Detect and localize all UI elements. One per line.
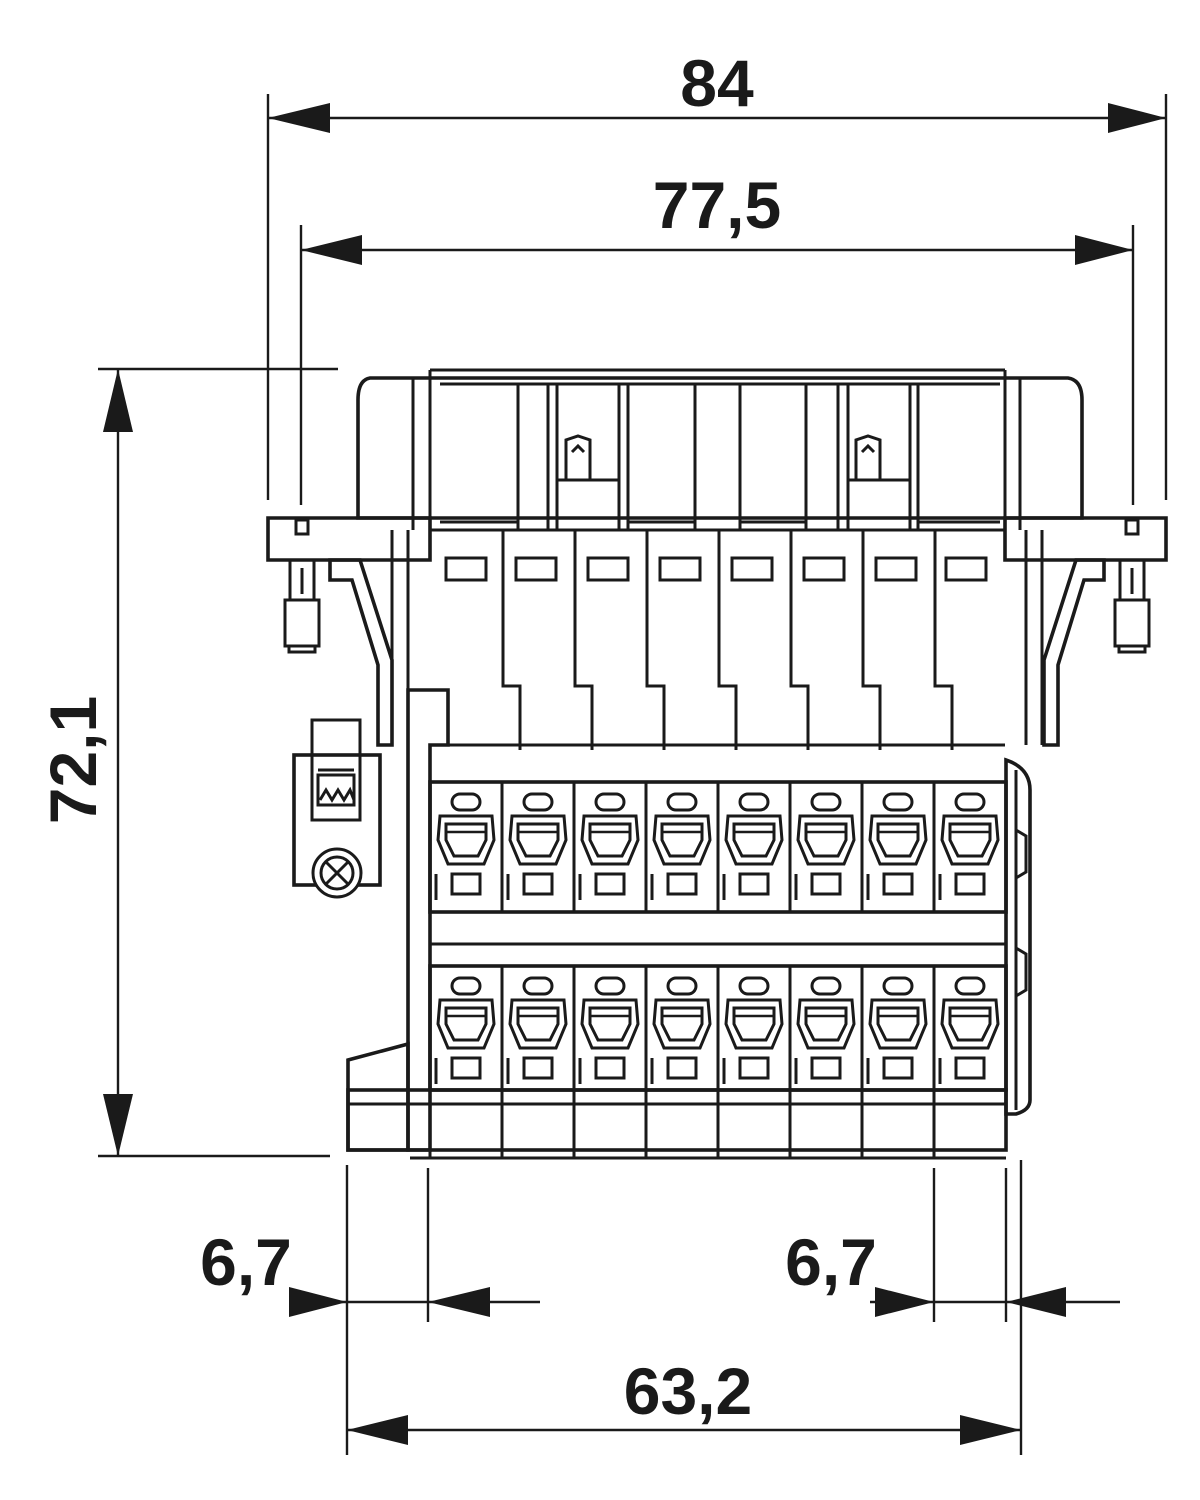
hood-ribs — [440, 384, 1000, 530]
base-segment-lines — [428, 1090, 936, 1158]
base-left-step — [346, 1041, 410, 1152]
arrow-right-775 — [1075, 235, 1133, 265]
arrow-right-84 — [1108, 103, 1166, 133]
ground-terminal — [292, 718, 382, 899]
side-clip-strip — [1004, 757, 1032, 1116]
terminal-cell — [860, 780, 936, 914]
mounting-screw-right — [1113, 558, 1151, 654]
mounting-screw-left — [283, 558, 321, 654]
dimension-height: 72,1 — [36, 367, 338, 1158]
terminal-cell — [716, 964, 792, 1092]
flange-hole-left — [294, 518, 310, 536]
dimension-overall-width: 84 — [266, 46, 1168, 500]
terminal-cell — [428, 964, 504, 1092]
terminal-cell — [500, 780, 576, 914]
terminal-cell — [572, 964, 648, 1092]
dimension-label-632: 63,2 — [624, 1354, 752, 1428]
terminal-cell — [428, 780, 504, 914]
bracket-right — [1042, 558, 1106, 747]
terminal-cells — [428, 780, 1008, 1092]
side-clip-detents — [1015, 828, 1028, 998]
arrow-left-632 — [347, 1415, 408, 1445]
terminal-cell — [572, 780, 648, 914]
terminal-cell — [788, 964, 864, 1092]
terminal-cell — [644, 780, 720, 914]
arrow-bottom-721 — [103, 1094, 133, 1156]
arrow-right-67-b — [1006, 1287, 1066, 1317]
arrow-right-67-a — [875, 1287, 934, 1317]
base-rail — [346, 1088, 1008, 1152]
terminal-cell — [788, 780, 864, 914]
flange-hole-right — [1124, 518, 1140, 536]
dimension-label-left-67: 6,7 — [200, 1225, 292, 1299]
dimension-bottom-group: 6,7 6,7 63,2 — [200, 1160, 1120, 1455]
terminal-cell — [716, 780, 792, 914]
terminal-cell — [860, 964, 936, 1092]
coding-windows — [444, 556, 988, 582]
dimension-inner-width: 77,5 — [299, 168, 1135, 505]
dimension-label-721: 72,1 — [36, 696, 110, 824]
flange-right — [1003, 516, 1168, 562]
arrow-right-632 — [960, 1415, 1021, 1445]
module-dividers — [501, 530, 954, 750]
dimension-label-775: 77,5 — [653, 168, 781, 242]
arrow-left-67-b — [428, 1287, 490, 1317]
hood-latch-left — [555, 382, 621, 532]
bracket-left — [328, 558, 394, 747]
flange-left — [266, 516, 432, 562]
arrow-left-775 — [301, 235, 362, 265]
terminal-cell — [500, 964, 576, 1092]
arrow-top-721 — [103, 369, 133, 432]
left-column — [406, 688, 450, 1152]
arrow-left-84 — [268, 103, 330, 133]
terminal-cell — [644, 964, 720, 1092]
arrow-left-67-a — [289, 1287, 347, 1317]
dimension-label-right-67: 6,7 — [785, 1225, 877, 1299]
hood-latch-right — [846, 382, 912, 532]
dimension-label-84: 84 — [680, 46, 754, 120]
terminal-cell — [932, 964, 1008, 1092]
terminal-cell — [932, 780, 1008, 914]
hood-outline — [356, 376, 1084, 520]
connector-housing — [266, 368, 1168, 1160]
